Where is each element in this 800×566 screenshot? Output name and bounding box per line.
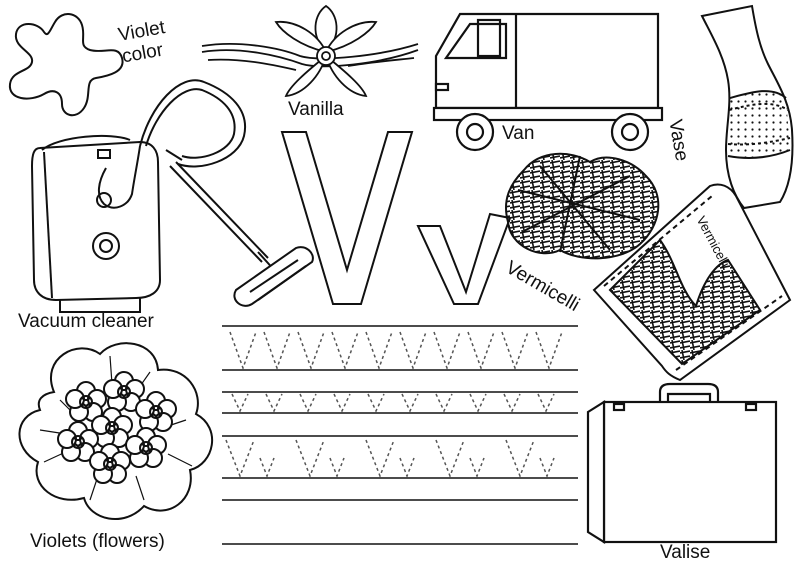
- traced-letter-icon: [365, 439, 395, 479]
- traced-letter-icon: [435, 439, 465, 479]
- traced-letter-icon: [299, 393, 317, 413]
- vacuum-cleaner-icon: [30, 79, 314, 313]
- traced-letter-icon: [433, 331, 461, 371]
- traced-letter-icon: [231, 393, 249, 413]
- traced-letter-icon: [435, 393, 453, 413]
- label-van: Van: [502, 123, 535, 144]
- traced-letter-icon: [229, 331, 257, 371]
- traced-letter-icon: [265, 393, 283, 413]
- handwriting-practice-area: [222, 325, 578, 545]
- traced-letter-icon: [263, 331, 291, 371]
- label-vanilla: Vanilla: [288, 99, 344, 120]
- violet-blossom-icon: [57, 421, 99, 462]
- vanilla-icon: [201, 4, 419, 98]
- vermicelli-nest-icon: [505, 152, 660, 260]
- traced-letter-icon: [297, 331, 325, 371]
- violet-blossom-icon: [135, 391, 177, 432]
- violet-blossom-icon: [65, 381, 107, 422]
- letter-v-uppercase-icon: [280, 131, 414, 305]
- valise-icon: [586, 382, 778, 544]
- violets-flowers-icon: [18, 342, 214, 521]
- traced-letter-icon: [329, 457, 345, 479]
- van-icon: [432, 12, 664, 152]
- violet-color-blob-icon: [8, 13, 124, 117]
- traced-letter-icon: [469, 457, 485, 479]
- traced-letter-icon: [367, 393, 385, 413]
- letter-v-lowercase-icon: [416, 212, 512, 305]
- traced-letter-icon: [259, 457, 275, 479]
- violet-blossom-icon: [89, 443, 131, 484]
- traced-letter-icon: [399, 331, 427, 371]
- traced-letter-icon: [331, 331, 359, 371]
- label-violets-flowers: Violets (flowers): [30, 531, 165, 552]
- traced-letter-icon: [501, 331, 529, 371]
- traced-letter-icon: [225, 439, 255, 479]
- traced-letter-icon: [505, 439, 535, 479]
- traced-letter-icon: [535, 331, 563, 371]
- traced-letter-icon: [333, 393, 351, 413]
- traced-letter-icon: [539, 457, 555, 479]
- vase-icon: [700, 4, 794, 210]
- traced-letter-icon: [469, 393, 487, 413]
- traced-letter-icon: [365, 331, 393, 371]
- traced-letter-icon: [467, 331, 495, 371]
- traced-letter-icon: [399, 457, 415, 479]
- label-vacuum-cleaner: Vacuum cleaner: [18, 311, 154, 332]
- traced-letter-icon: [295, 439, 325, 479]
- traced-letter-icon: [537, 393, 555, 413]
- label-valise: Valise: [660, 542, 711, 563]
- violet-blossom-icon: [125, 427, 167, 468]
- trace-row-mixed[interactable]: [225, 439, 555, 479]
- trace-row-lowercase[interactable]: [231, 393, 555, 413]
- violet-blossom-icon: [91, 407, 133, 448]
- traced-letter-icon: [503, 393, 521, 413]
- trace-row-uppercase[interactable]: [229, 331, 563, 371]
- traced-letter-icon: [401, 393, 419, 413]
- vermicelli-package-icon: [592, 183, 792, 382]
